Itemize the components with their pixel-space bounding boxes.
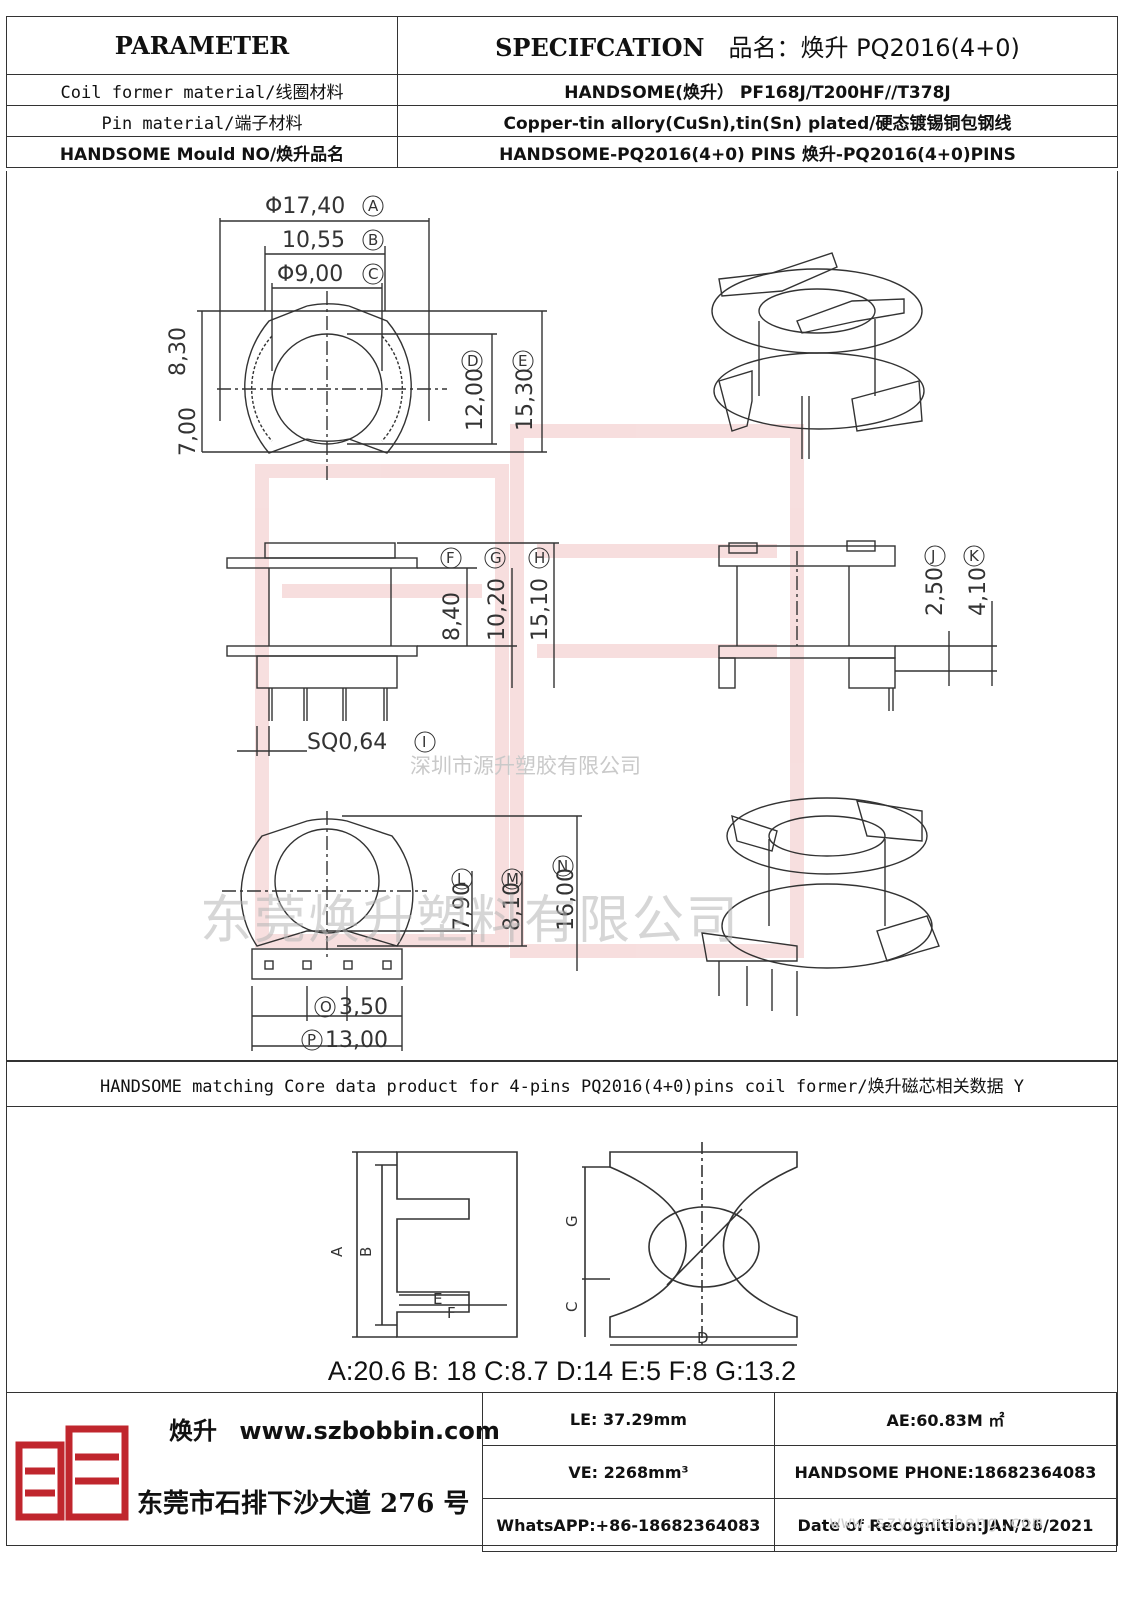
dim-h2-value: 7,00 (176, 407, 201, 456)
watermark-url: www.szyuansheng.com (830, 1513, 1044, 1533)
dim-e-value: 15,30 (513, 368, 538, 431)
dim-l-value: 7,90 (450, 882, 475, 931)
le-value: LE: 37.29mm (482, 1392, 775, 1446)
label-m: M (506, 870, 519, 888)
core-drawing-area: A B C D E F G (6, 1107, 1118, 1392)
core-label-a: A (328, 1246, 346, 1257)
ve-value: VE: 2268mm³ (482, 1445, 775, 1499)
ae-value: AE:60.83M ㎡ (773, 1392, 1118, 1446)
core-end-view (582, 1142, 798, 1347)
core-label-c: C (563, 1302, 581, 1312)
footer-data-table: LE: 37.29mm AE:60.83M ㎡ VE: 2268mm³ HAND… (482, 1392, 1118, 1552)
label-i: I (422, 733, 426, 751)
dim-d-value: 12,00 (463, 368, 488, 431)
label-e: E (518, 352, 527, 370)
label-h: H (534, 549, 545, 567)
bottom-view (222, 811, 582, 1051)
core-label-g: G (563, 1215, 581, 1227)
label-f: F (446, 549, 455, 567)
bobbin-drawing-area: Φ17,40 10,55 Φ9,00 8,30 7,00 12,00 15,30… (6, 171, 1118, 1061)
dim-o-value: 3,50 (339, 995, 388, 1020)
footer: 焕升 www.szbobbin.com 东莞市石排下沙大道 276 号 LE: … (6, 1392, 1118, 1552)
label-o: O (320, 998, 332, 1016)
dim-h1-value: 8,30 (166, 327, 191, 376)
parameter-heading: PARAMETER (6, 16, 398, 75)
footer-brand: 焕升 www.szbobbin.com (169, 1411, 500, 1446)
dim-p-value: 13,00 (325, 1028, 388, 1053)
core-label-f: F (447, 1304, 456, 1322)
pin-material-label: Pin material/端子材料 (6, 105, 398, 137)
label-j: J (930, 547, 935, 565)
handsome-logo (15, 1425, 129, 1521)
footer-address: 东莞市石排下沙大道 276 号 (137, 1489, 470, 1519)
label-c: C (368, 265, 378, 283)
spec-heading: SPECIFCATION 品名：焕升 PQ2016(4+0) (397, 16, 1118, 75)
bobbin-drawings: Φ17,40 10,55 Φ9,00 8,30 7,00 12,00 15,30… (166, 194, 997, 1053)
core-drawings: A B C D E F G (328, 1142, 798, 1347)
dim-m-value: 8,10 (500, 882, 525, 931)
spec-label: SPECIFCATION (495, 33, 705, 62)
dim-i-value: SQ0,64 (307, 730, 387, 755)
label-k: K (969, 547, 980, 565)
phone-value: HANDSOME PHONE:18682364083 (773, 1445, 1118, 1499)
dim-c-value: Φ9,00 (277, 262, 343, 287)
top-view (197, 218, 547, 481)
core-side-view (352, 1151, 518, 1338)
dim-f-value: 8,40 (440, 592, 465, 641)
logo-watermark (255, 424, 804, 958)
label-g: G (490, 549, 502, 567)
pin-material-value: Copper-tin allory(CuSn),tin(Sn) plated/硬… (397, 105, 1118, 137)
core-label-e: E (433, 1290, 442, 1308)
date-value: Date of Recognition:JAN/26/2021 (773, 1498, 1118, 1552)
coil-material-label: Coil former material/线圈材料 (6, 74, 398, 106)
dim-j-value: 2,50 (923, 567, 948, 616)
dim-b-value: 10,55 (282, 228, 345, 253)
spec-product-name: 品名：焕升 PQ2016(4+0) (728, 34, 1020, 62)
dim-g-value: 10,20 (485, 578, 510, 641)
bobbin-3d-top (711, 252, 925, 459)
dim-h-value: 15,10 (528, 578, 553, 641)
mould-no-value: HANDSOME-PQ2016(4+0) PINS 焕升-PQ2016(4+0)… (397, 136, 1118, 168)
core-label-b: B (357, 1247, 375, 1257)
dim-a-value: Φ17,40 (265, 194, 345, 219)
core-data-banner: HANDSOME matching Core data product for … (6, 1061, 1118, 1107)
watermark-large: 东莞焕升塑料有限公司 (200, 891, 741, 951)
watermark-company: 深圳市源升塑胶有限公司 (410, 754, 641, 778)
core-values: A:20.6 B: 18 C:8.7 D:14 E:5 F:8 G:13.2 (327, 1356, 797, 1386)
coil-material-value: HANDSOME(焕升） PF168J/T200HF//T378J (397, 74, 1118, 106)
bobbin-3d-bottom (701, 797, 940, 1016)
dim-n-value: 16,00 (554, 868, 579, 931)
mould-no-label: HANDSOME Mould NO/焕升品名 (6, 136, 398, 168)
dim-k-value: 4,10 (966, 567, 991, 616)
label-l: L (457, 870, 466, 888)
label-p: P (307, 1031, 316, 1049)
label-n: N (557, 857, 568, 875)
core-label-d: D (697, 1329, 709, 1347)
brand-name: 焕升 (169, 1417, 217, 1445)
right-side-view (718, 540, 997, 711)
label-b: B (368, 231, 378, 249)
label-a: A (368, 197, 379, 215)
label-d: D (467, 352, 479, 370)
brand-website: www.szbobbin.com (239, 1417, 500, 1445)
whatsapp-value: WhatsAPP:+86-18682364083 (482, 1498, 775, 1552)
side-view (226, 542, 559, 756)
